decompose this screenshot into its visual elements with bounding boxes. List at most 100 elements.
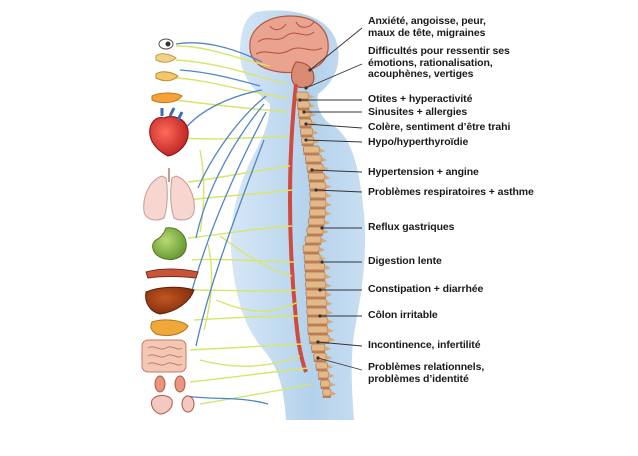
intervertebral-disc <box>307 324 328 326</box>
vertebra <box>304 262 325 271</box>
symptom-label: Reflux gastriques <box>368 221 455 234</box>
nerve-network <box>175 45 313 405</box>
intervertebral-disc <box>311 351 326 353</box>
intervertebral-disc <box>318 378 329 380</box>
intervertebral-disc <box>306 315 327 317</box>
vertebra <box>309 208 326 217</box>
intervertebral-disc <box>309 216 326 218</box>
symptom-label-line: Reflux gastriques <box>368 221 455 233</box>
spinous-process <box>325 274 332 279</box>
intervertebral-disc <box>308 180 325 182</box>
vertebra <box>322 388 332 397</box>
vertebra <box>308 172 325 181</box>
spinous-process <box>324 220 331 225</box>
spinal-cord <box>287 83 308 373</box>
spinous-process <box>322 229 329 234</box>
symptom-label-line: Difficultés pour ressentir ses <box>368 45 510 57</box>
nose-icon <box>155 71 179 82</box>
symptom-label-line: émotions, rationalisation, <box>368 56 493 69</box>
spinous-process <box>319 148 326 153</box>
intervertebral-disc <box>313 360 327 362</box>
spinous-process <box>327 328 334 333</box>
vertebra <box>305 280 326 289</box>
liver-icon <box>145 286 195 315</box>
leader-dot <box>316 340 320 344</box>
symptom-label: Incontinence, infertilité <box>368 339 481 352</box>
symptom-label-line: maux de tête, migraines <box>368 26 486 39</box>
intervertebral-disc <box>304 261 321 263</box>
vertebra <box>308 334 330 343</box>
vagus-nerve <box>175 42 269 405</box>
spinous-process <box>326 301 333 306</box>
spinous-process <box>325 193 332 198</box>
vertebra <box>307 316 328 325</box>
intervertebral-disc <box>305 279 326 281</box>
symptom-label-line: Constipation + diarrhée <box>368 283 484 295</box>
leader-dot <box>304 138 308 142</box>
symptom-label: Problèmes relationnels,problèmes d’ident… <box>368 361 484 385</box>
spinous-process <box>310 112 317 117</box>
body-silhouette <box>230 10 366 421</box>
spinous-process <box>327 319 334 324</box>
leader-lines <box>300 27 363 371</box>
intervertebral-disc <box>305 288 326 290</box>
vertebra <box>295 91 309 100</box>
symptom-label-line: Hypertension + angine <box>368 166 479 178</box>
vertebra <box>317 370 329 379</box>
intervertebral-disc <box>316 369 328 371</box>
spinous-process <box>308 94 315 99</box>
vertebra <box>320 379 331 388</box>
symptom-label-line: problèmes d’identité <box>368 372 469 385</box>
spinous-process <box>319 247 326 252</box>
symptom-label-line: Côlon irritable <box>368 309 438 321</box>
vertebra <box>307 217 325 226</box>
vertebra <box>311 343 326 352</box>
intervertebral-disc <box>305 243 322 245</box>
vertebra <box>309 190 327 199</box>
heart-icon <box>149 107 189 157</box>
intervertebral-disc <box>305 162 322 164</box>
intervertebral-disc <box>307 333 328 335</box>
ear-icon <box>155 53 177 63</box>
stomach-icon <box>152 227 187 261</box>
eye-icon <box>158 38 174 50</box>
intervertebral-disc <box>308 225 325 227</box>
leader-dot <box>304 122 308 126</box>
spinous-process <box>309 103 316 108</box>
intervertebral-disc <box>309 207 326 209</box>
spinous-process <box>329 382 336 387</box>
vertebra <box>306 298 327 307</box>
intervertebral-disc <box>303 252 320 254</box>
vertebra <box>309 199 327 208</box>
vertebra <box>307 325 329 334</box>
intervertebral-disc <box>299 126 312 128</box>
spinous-process <box>329 337 336 342</box>
spinous-process <box>326 355 333 360</box>
spinous-process <box>323 166 330 171</box>
symptom-label: Digestion lente <box>368 255 442 268</box>
leader-dots <box>298 68 324 360</box>
spinous-process <box>320 256 327 261</box>
kidneys-icon <box>154 375 186 393</box>
intervertebral-disc <box>309 342 330 344</box>
intervertebral-disc <box>304 270 325 272</box>
intervertebral-disc <box>306 234 323 236</box>
symptom-label-line: Colère, sentiment d’être trahi <box>368 121 511 133</box>
spinous-process <box>321 238 328 243</box>
spinous-process <box>325 346 332 351</box>
vertebra <box>303 145 320 154</box>
spinous-process <box>326 292 332 297</box>
spinous-process <box>312 130 319 135</box>
leader-dot <box>298 98 302 102</box>
spinous-process <box>328 373 335 378</box>
intervertebral-disc <box>320 387 330 389</box>
pancreas-icon <box>145 268 199 279</box>
vertebra <box>304 154 322 163</box>
bladder-icon <box>151 395 195 415</box>
spinous-process <box>325 283 332 288</box>
spinous-process <box>326 310 333 315</box>
vertebra <box>304 235 322 244</box>
intervertebral-disc <box>306 297 326 299</box>
leader-dot <box>314 188 318 192</box>
